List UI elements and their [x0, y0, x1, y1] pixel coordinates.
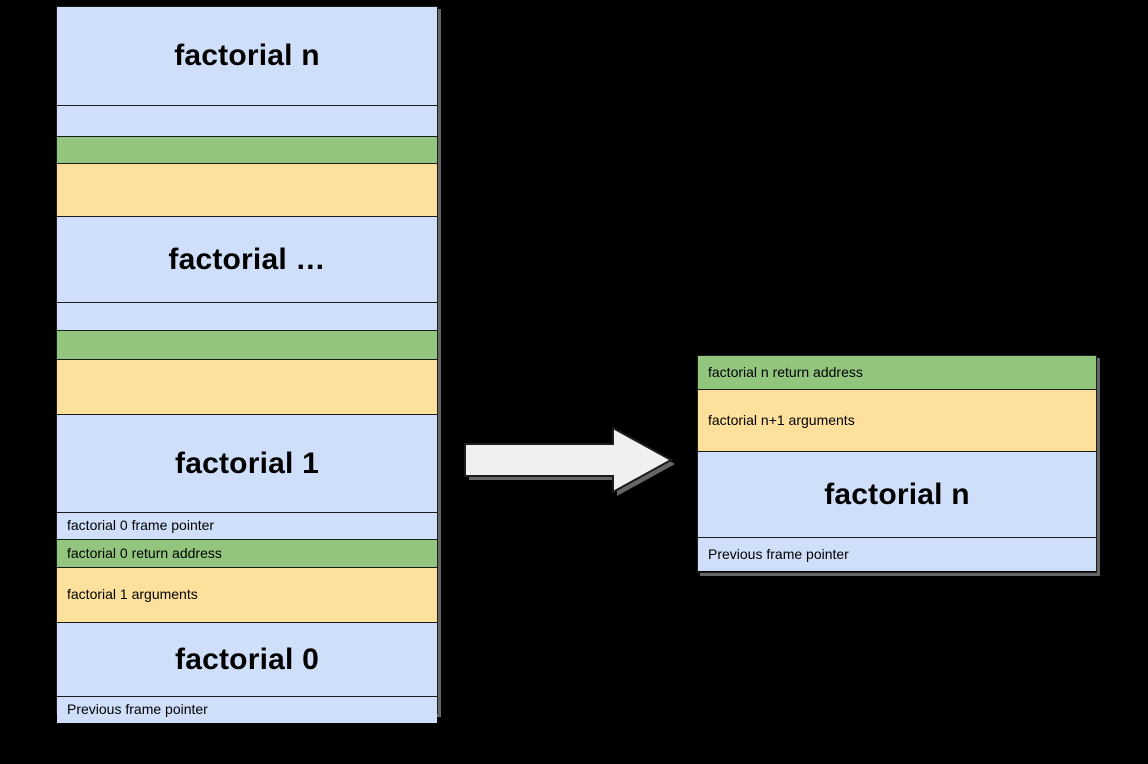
- stack-row: factorial n return address: [698, 356, 1096, 390]
- stack-row-label: factorial n+1 arguments: [708, 411, 855, 428]
- right-block-arrow-icon: [461, 424, 676, 496]
- stack-row: [57, 360, 437, 415]
- stack-row-label: factorial n return address: [708, 363, 863, 380]
- stack-row-label: Previous frame pointer: [67, 701, 208, 718]
- stack-row: factorial 1 arguments: [57, 568, 437, 623]
- stack-row: [57, 303, 437, 331]
- stack-frame-detail-diagram: factorial n return address factorial n+1 …: [697, 355, 1097, 573]
- stack-row: [57, 331, 437, 360]
- stack-row-label: factorial 1 arguments: [67, 586, 198, 603]
- stack-row: [57, 164, 437, 217]
- stack-row: Previous frame pointer: [698, 538, 1096, 571]
- stack-row-label: factorial 1: [175, 446, 319, 480]
- stack-row-label: factorial n: [824, 477, 970, 511]
- stack-row: factorial 0: [57, 623, 437, 697]
- stack-row: factorial n+1 arguments: [698, 390, 1096, 452]
- stack-row-label: Previous frame pointer: [708, 545, 849, 562]
- stack-row-label: factorial 0 frame pointer: [67, 517, 215, 534]
- stack-row: factorial 1: [57, 415, 437, 513]
- stack-row: factorial …: [57, 217, 437, 303]
- stack-row-label: factorial 0: [175, 642, 319, 676]
- stack-row: [57, 106, 437, 137]
- stack-row-label: factorial 0 return address: [67, 544, 222, 561]
- call-stack-diagram: factorial n factorial … factorial 1 factori…: [56, 6, 438, 723]
- stack-row: factorial 0 return address: [57, 540, 437, 568]
- stack-row: [57, 137, 437, 164]
- stack-row-label: factorial n: [174, 39, 320, 72]
- stack-row: Previous frame pointer: [57, 697, 437, 723]
- stack-row-label: factorial …: [168, 242, 326, 276]
- stack-row: factorial n: [698, 452, 1096, 538]
- stack-row: factorial n: [57, 7, 437, 106]
- stack-row: factorial 0 frame pointer: [57, 513, 437, 540]
